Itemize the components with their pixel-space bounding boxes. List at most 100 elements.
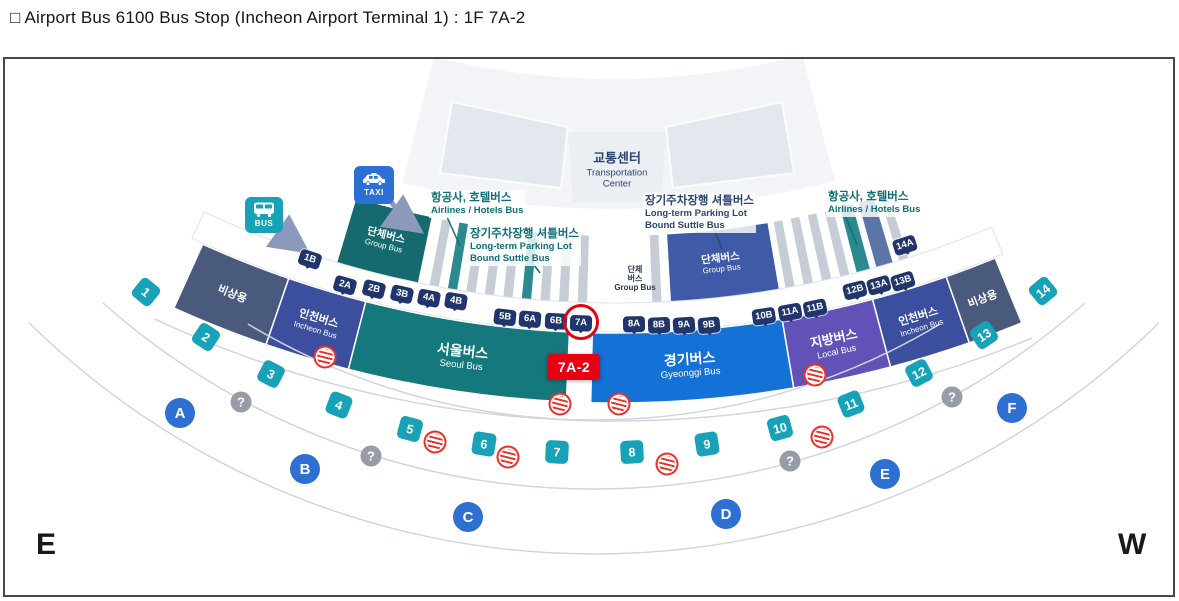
section-label-incheon-right: 인천버스 Incheon Bus — [895, 305, 944, 340]
stop-badge-2b: 2B — [361, 278, 387, 300]
section-label-emergency-left: 비상용 — [215, 283, 249, 306]
stop-badge-2a: 2A — [332, 274, 358, 296]
transportation-center-en2: Center — [602, 178, 632, 190]
gate-number-5: 5 — [395, 414, 425, 444]
callout-text: Bound Suttle Bus — [470, 253, 550, 265]
platform-arc-inner — [247, 323, 941, 421]
callout-line-airlines-left — [446, 216, 461, 247]
callout-longterm-parking-right: 장기주차장행 셔틀버스 Long-term Parking Lot Bound … — [643, 193, 756, 234]
section-label-incheon-left: 인천버스 Incheon Bus — [292, 307, 341, 342]
gate-number-10: 10 — [765, 413, 795, 443]
callout-text: 장기주차장행 셔틀버스 — [470, 228, 579, 240]
lane-stripe — [773, 220, 795, 288]
terminal-roof-center — [568, 132, 666, 202]
section-label-local-bus: 지방버스 Local Bus — [809, 326, 861, 362]
stop-badge-8a: 8A — [622, 316, 646, 332]
gate-number-1: 1 — [129, 275, 163, 309]
group-bus-ko: 단체 — [627, 265, 643, 275]
gate-number-9: 9 — [693, 430, 721, 458]
crosswalk-icon — [801, 361, 829, 389]
transportation-center-ko: 교통센터 — [593, 150, 641, 166]
crosswalk-icon — [653, 450, 681, 478]
compass-east: E — [36, 528, 57, 561]
gate-number-2: 2 — [190, 321, 222, 353]
door-letter-e: E — [870, 459, 900, 489]
bus-pictogram: BUS — [245, 197, 283, 233]
stop-badge-5b: 5B — [493, 308, 517, 326]
gate-number-11: 11 — [836, 389, 866, 419]
lane-stripe — [807, 213, 832, 281]
door-letter-c: C — [453, 502, 483, 532]
gate-number-8: 8 — [619, 439, 645, 465]
stop-badge-13a: 13A — [865, 274, 893, 296]
crosswalk-icon — [808, 423, 836, 451]
stop-badge-13b: 13B — [889, 270, 917, 292]
lane-stripe — [649, 235, 662, 303]
crosswalk-icon — [605, 390, 633, 418]
callout-text: Long-term Parking Lot — [645, 208, 747, 220]
shuttle-lane-stripe — [447, 222, 468, 291]
highlighted-stop-badge-7a-2: 7A-2 — [547, 354, 601, 380]
stop-badge-9a: 9A — [672, 316, 696, 334]
stop-badge-4a: 4A — [416, 288, 442, 308]
stop-badge-4b: 4B — [443, 291, 469, 311]
section-ko: 비상용 — [966, 288, 1000, 311]
section-label-gyeonggi-bus: 경기버스 Gyeonggi Bus — [659, 349, 721, 381]
section-label-emergency-right: 비상용 — [966, 288, 999, 311]
stop-badge-1b: 1B — [297, 248, 323, 270]
platform-arc-outer — [28, 322, 1160, 555]
compass-west: W — [1118, 528, 1147, 561]
callout-text: 장기주차장행 셔틀버스 — [645, 195, 754, 207]
callout-text: Long-term Parking Lot — [470, 241, 572, 253]
lane-stripe — [824, 209, 850, 277]
taxi-pictogram: TAXI — [354, 166, 394, 204]
gate-number-7: 7 — [544, 439, 570, 465]
taxi-icon-label: TAXI — [364, 188, 384, 197]
group-bus-label-left: 단체버스 Group Bus — [364, 225, 406, 255]
stop-badge-9b: 9B — [697, 316, 721, 334]
group-bus-en: Group Bus — [614, 283, 656, 293]
taxi-icon: TAXI — [354, 166, 394, 204]
crosswalk-icon — [546, 390, 574, 418]
gate-number-13: 13 — [968, 319, 1000, 351]
group-bus-zone-right — [667, 223, 779, 302]
door-letter-a: A — [165, 398, 195, 428]
gate-number-12: 12 — [903, 357, 935, 389]
gate-number-14: 14 — [1026, 274, 1060, 308]
information-icon: ? — [360, 445, 382, 467]
gate-number-4: 4 — [324, 390, 354, 420]
callout-text: Airlines / Hotels Bus — [828, 204, 921, 216]
information-icon: ? — [941, 386, 963, 408]
stop-number-band — [191, 211, 1004, 333]
section-label-seoul-bus: 서울버스 Seoul Bus — [435, 340, 489, 373]
transportation-center-label: 교통센터 Transportation Center — [587, 148, 648, 191]
information-icon: ? — [230, 391, 252, 413]
callout-text: Airlines / Hotels Bus — [431, 205, 524, 217]
page-title: □ Airport Bus 6100 Bus Stop (Incheon Air… — [10, 8, 526, 27]
gate-number-3: 3 — [255, 358, 287, 390]
callout-line-airlines-right — [844, 214, 858, 246]
group-bus-label-center: 단체 버스 Group Bus — [614, 265, 655, 293]
door-letter-d: D — [711, 499, 741, 529]
callout-text: 항공사, 호텔버스 — [828, 191, 909, 203]
stop-badge-6a: 6A — [518, 310, 542, 328]
callout-text: 항공사, 호텔버스 — [431, 192, 512, 204]
group-bus-ko: 버스 — [627, 274, 643, 284]
taxi-access-arrow — [379, 194, 425, 234]
stop-badge-8b: 8B — [647, 316, 671, 334]
highlight-ring-7a — [563, 304, 599, 340]
door-letter-b: B — [290, 454, 320, 484]
information-icon: ? — [779, 450, 801, 472]
callout-airlines-hotels-right: 항공사, 호텔버스 Airlines / Hotels Bus — [826, 189, 923, 218]
group-bus-label-right: 단체버스 Group Bus — [701, 250, 742, 275]
callout-text: Bound Suttle Bus — [645, 220, 725, 232]
terminal-roof-right-wing — [664, 100, 796, 190]
gate-number-6: 6 — [470, 430, 498, 458]
terminal-roof-left-wing — [438, 100, 570, 190]
stop-badge-12b: 12B — [841, 279, 869, 301]
stop-badge-14a: 14A — [891, 234, 919, 256]
crosswalk-icon — [421, 428, 449, 456]
lane-stripe — [790, 217, 813, 285]
